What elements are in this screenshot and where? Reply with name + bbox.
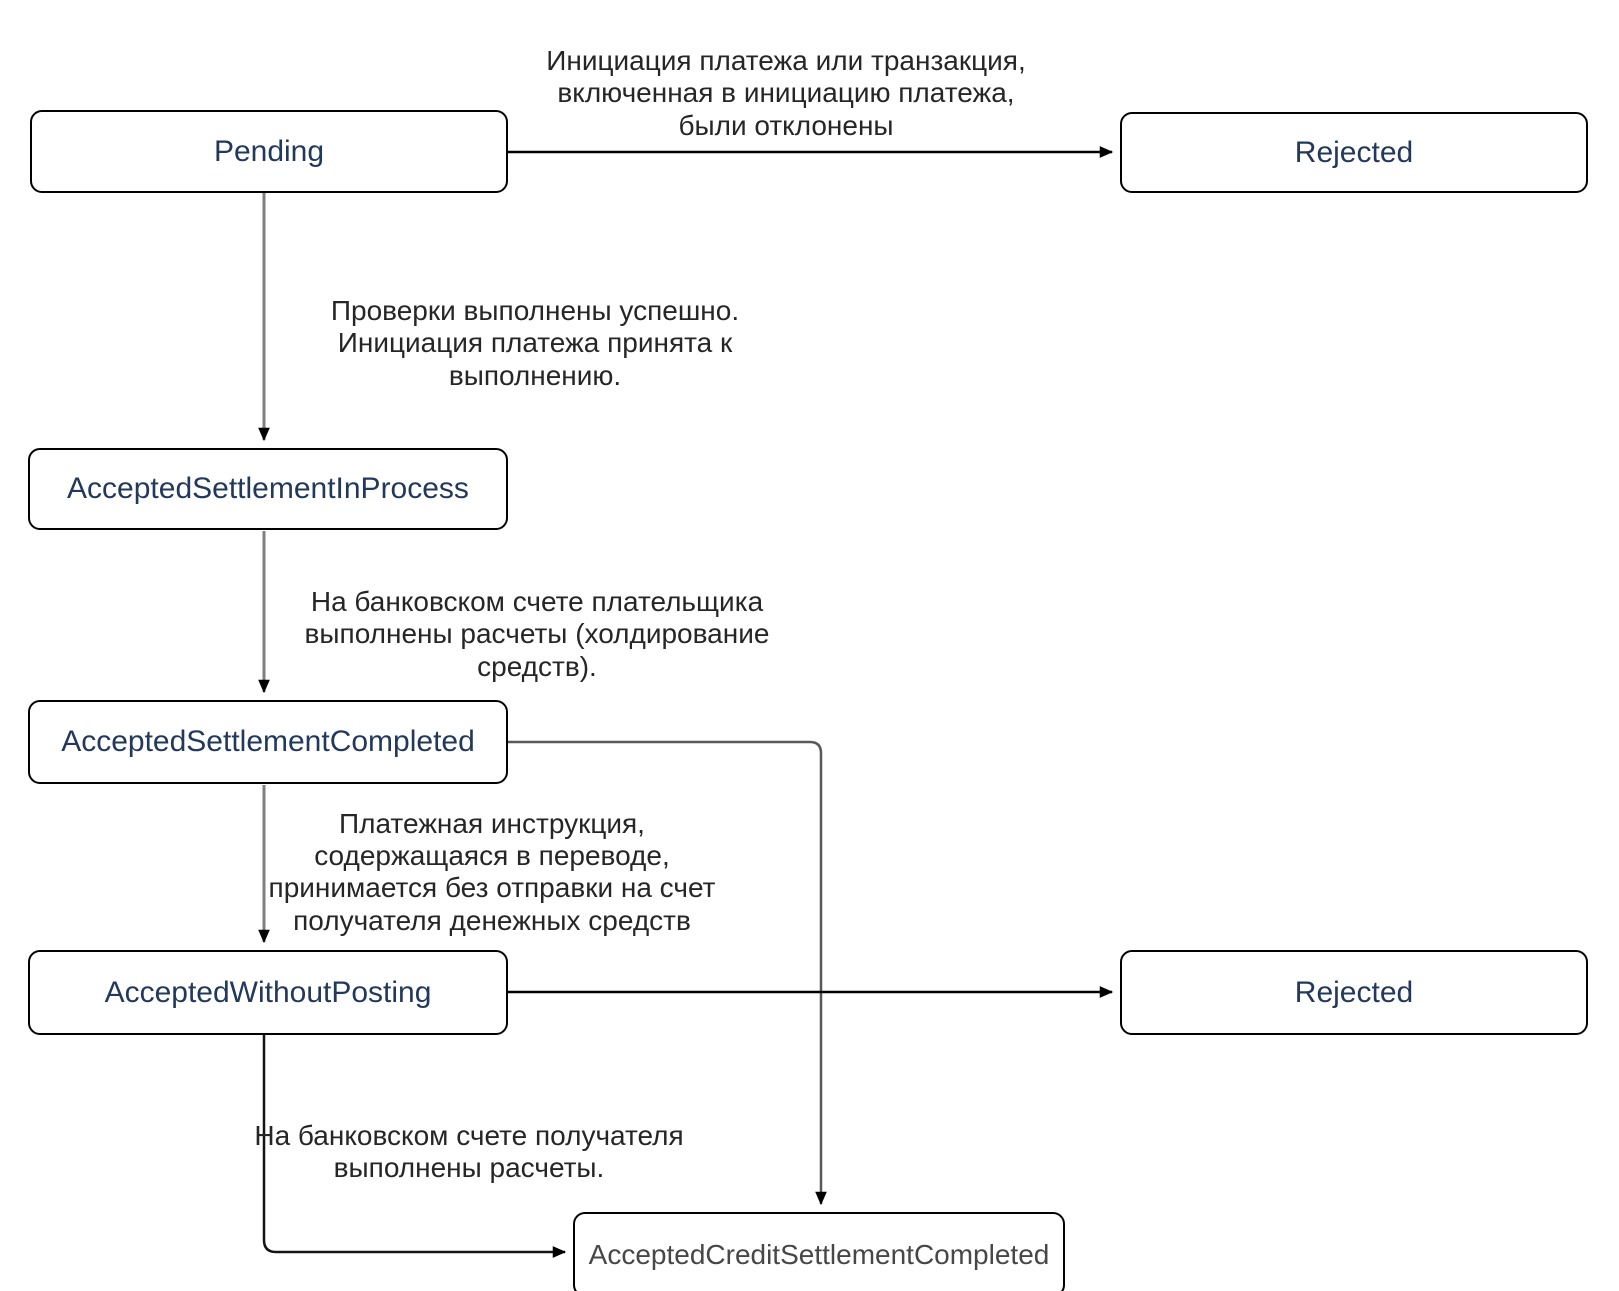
- connector-awp-to-acsc: [262, 1035, 567, 1258]
- node-rejected-bottom: Rejected: [1120, 950, 1588, 1035]
- edge-label-pending-to-rejected: Инициация платежа или транзакция, включе…: [546, 45, 1026, 141]
- edge-label-asc-to-awp: Платежная инструкция, содержащаяся в пер…: [268, 808, 716, 936]
- node-accepted-credit-settlement-completed: AcceptedCreditSettlementCompleted: [573, 1212, 1065, 1291]
- edge-label-asip-to-asc: На банковском счете плательщика выполнен…: [304, 586, 770, 682]
- node-accepted-settlement-completed: AcceptedSettlementCompleted: [28, 700, 508, 784]
- edge-label-awp-to-acsc: На банковском счете получателя выполнены…: [254, 1120, 684, 1184]
- connector-asc-to-acsc: [508, 740, 827, 1206]
- edge-label-pending-to-asip: Проверки выполнены успешно. Инициация пл…: [330, 295, 740, 391]
- node-rejected-top: Rejected: [1120, 112, 1588, 193]
- node-accepted-without-posting: AcceptedWithoutPosting: [28, 950, 508, 1035]
- node-accepted-settlement-in-process: AcceptedSettlementInProcess: [28, 448, 508, 530]
- node-pending: Pending: [30, 110, 508, 193]
